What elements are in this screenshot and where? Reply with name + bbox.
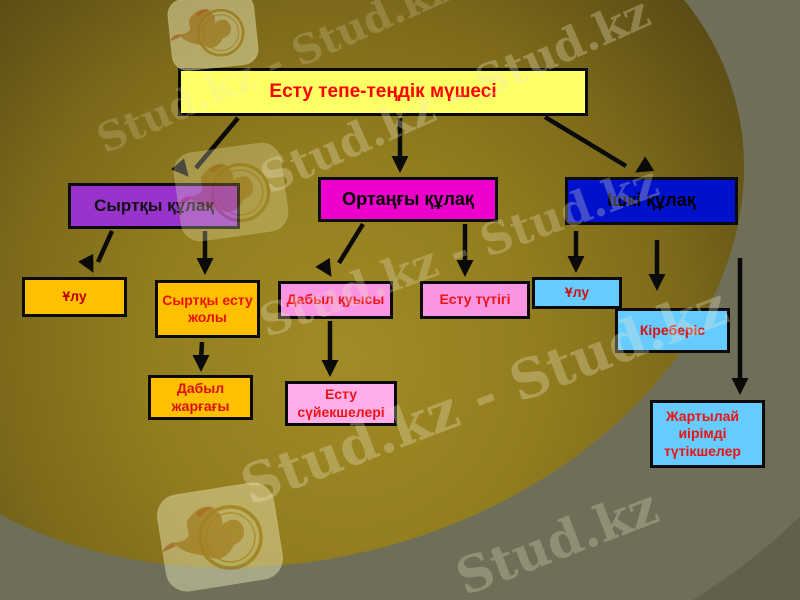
- node-outer-ear: Сыртқы құлақ: [68, 183, 240, 229]
- node-outer-ulu-label: Ұлу: [62, 288, 87, 305]
- node-semicircular: Жартылай иірімді түтікшелер: [650, 400, 765, 468]
- node-ossicles: Есту сүйекшелері: [285, 381, 397, 426]
- node-auditory-tube-label: Есту түтігі: [439, 291, 511, 308]
- node-tympanic-membrane: Дабыл жарғағы: [148, 375, 253, 420]
- node-tympanic-cavity-label: Дабыл қуысы: [286, 291, 385, 308]
- node-outer-ulu: Ұлу: [22, 277, 127, 317]
- node-outer-canal: Сыртқы есту жолы: [155, 280, 260, 338]
- node-semicircular-label: Жартылай иірімді түтікшелер: [664, 408, 741, 459]
- arrow-root-inner: [543, 115, 628, 168]
- node-middle-ear-label: Ортаңғы құлақ: [342, 188, 474, 209]
- node-vestibule-label: Кіреберіс: [639, 321, 706, 338]
- node-inner-ear-label: Ішкі құлақ: [607, 190, 696, 211]
- arrow-outer-ulu: [95, 230, 115, 263]
- node-ossicles-label: Есту сүйекшелері: [297, 386, 385, 420]
- node-inner-ulu-label: Ұлу: [564, 284, 590, 301]
- node-tympanic-cavity: Дабыл қуысы: [278, 281, 393, 319]
- node-inner-ear: Ішкі құлақ: [565, 177, 738, 225]
- node-outer-canal-label: Сыртқы есту жолы: [162, 291, 253, 325]
- node-middle-ear: Ортаңғы құлақ: [318, 177, 498, 222]
- arrow-middle-cavity: [337, 222, 365, 265]
- node-vestibule: Кіреберіс: [615, 308, 730, 353]
- node-inner-ulu: Ұлу: [532, 277, 622, 309]
- node-tympanic-membrane-label: Дабыл жарғағы: [171, 380, 230, 414]
- node-root-label: Есту тепе-теңдік мүшесі: [269, 81, 497, 103]
- node-auditory-tube: Есту түтігі: [420, 281, 530, 319]
- node-root: Есту тепе-теңдік мүшесі: [178, 68, 588, 116]
- node-outer-ear-label: Сыртқы құлақ: [94, 195, 214, 215]
- arrow-root-outer: [194, 116, 240, 170]
